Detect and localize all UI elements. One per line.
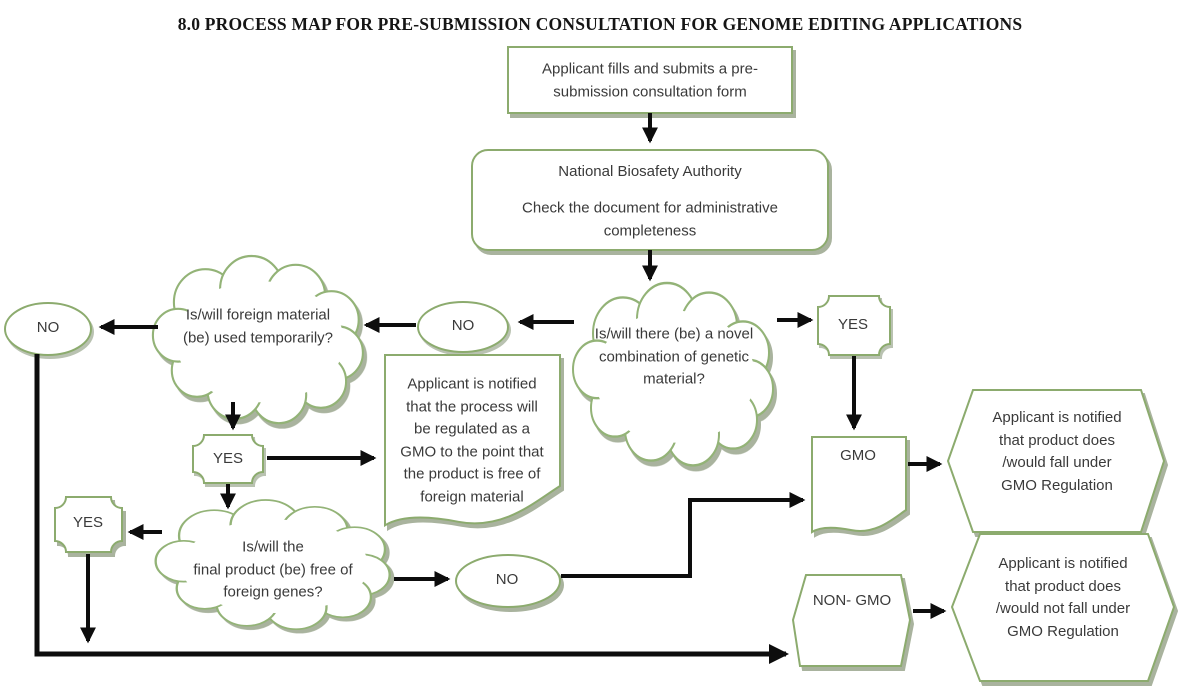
gmo-document	[811, 436, 907, 534]
start-box	[507, 46, 793, 114]
temporary-question-cloud	[151, 254, 364, 425]
non-gmo-notice-hexagon	[950, 533, 1176, 682]
novel-yes-plaque	[817, 295, 891, 356]
novel-no-oval	[417, 301, 509, 353]
final-no-oval	[455, 554, 561, 608]
non-gmo-box	[791, 574, 912, 667]
gmo-notice-hexagon	[946, 389, 1166, 533]
final-yes-plaque	[54, 496, 123, 553]
temporary-no-oval	[4, 302, 92, 356]
temporary-yes-plaque	[192, 434, 264, 484]
process-notice-document	[384, 354, 561, 528]
novel-question-cloud	[571, 281, 775, 467]
page-title: 8.0 PROCESS MAP FOR PRE-SUBMISSION CONSU…	[177, 14, 1023, 34]
final-question-cloud	[154, 498, 391, 631]
elbow-no-to-gmo	[561, 492, 806, 578]
line-no-to-non-gmo	[34, 354, 789, 664]
authority-box	[471, 149, 829, 251]
